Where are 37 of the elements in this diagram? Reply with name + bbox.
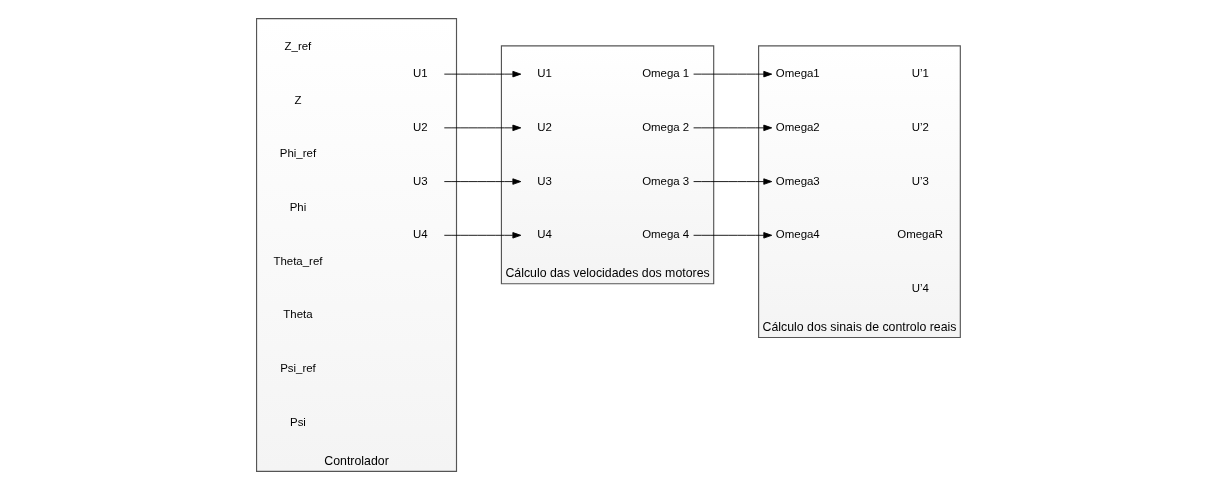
node-text: U3 (413, 174, 428, 187)
arrow (693, 232, 773, 239)
node-text: U4 (537, 228, 552, 241)
node-text: U’1 (911, 67, 929, 80)
node-text: U’4 (911, 282, 929, 295)
node-text: U1 (413, 67, 428, 80)
arrow (693, 124, 773, 132)
node-text: U3 (537, 174, 552, 187)
arrow (693, 178, 773, 185)
node-text: Omega 4 (642, 228, 690, 241)
node-text: Psi (290, 415, 306, 428)
node-text: U’2 (911, 120, 929, 133)
node-text: Omega3 (775, 174, 820, 187)
node-text: Omega 1 (642, 67, 690, 80)
node-text: Omega 2 (642, 120, 690, 133)
node-text: U’3 (911, 174, 929, 187)
node-text: Theta (283, 308, 313, 321)
node-text: Omega2 (775, 120, 820, 133)
node-text: Phi_ref (279, 147, 317, 160)
arrow (443, 124, 522, 132)
node-text: OmegaR (897, 228, 944, 241)
node-text: Psi_ref (280, 362, 316, 375)
arrow (443, 232, 522, 239)
node-text: Z (294, 93, 302, 106)
node-text: Omega4 (775, 228, 820, 241)
node-text: U1 (537, 67, 552, 80)
node-text: Phi (289, 201, 307, 213)
node-text: U4 (413, 228, 428, 241)
node-text: Omega 3 (642, 174, 690, 187)
node-text: Omega1 (775, 67, 820, 80)
node-text: Z_ref (284, 39, 312, 52)
node-text: U2 (413, 120, 428, 133)
arrow (443, 178, 522, 185)
arrow (443, 70, 522, 78)
arrow (693, 70, 773, 78)
node-text: Theta_ref (273, 254, 323, 267)
node-text: U2 (537, 120, 552, 133)
